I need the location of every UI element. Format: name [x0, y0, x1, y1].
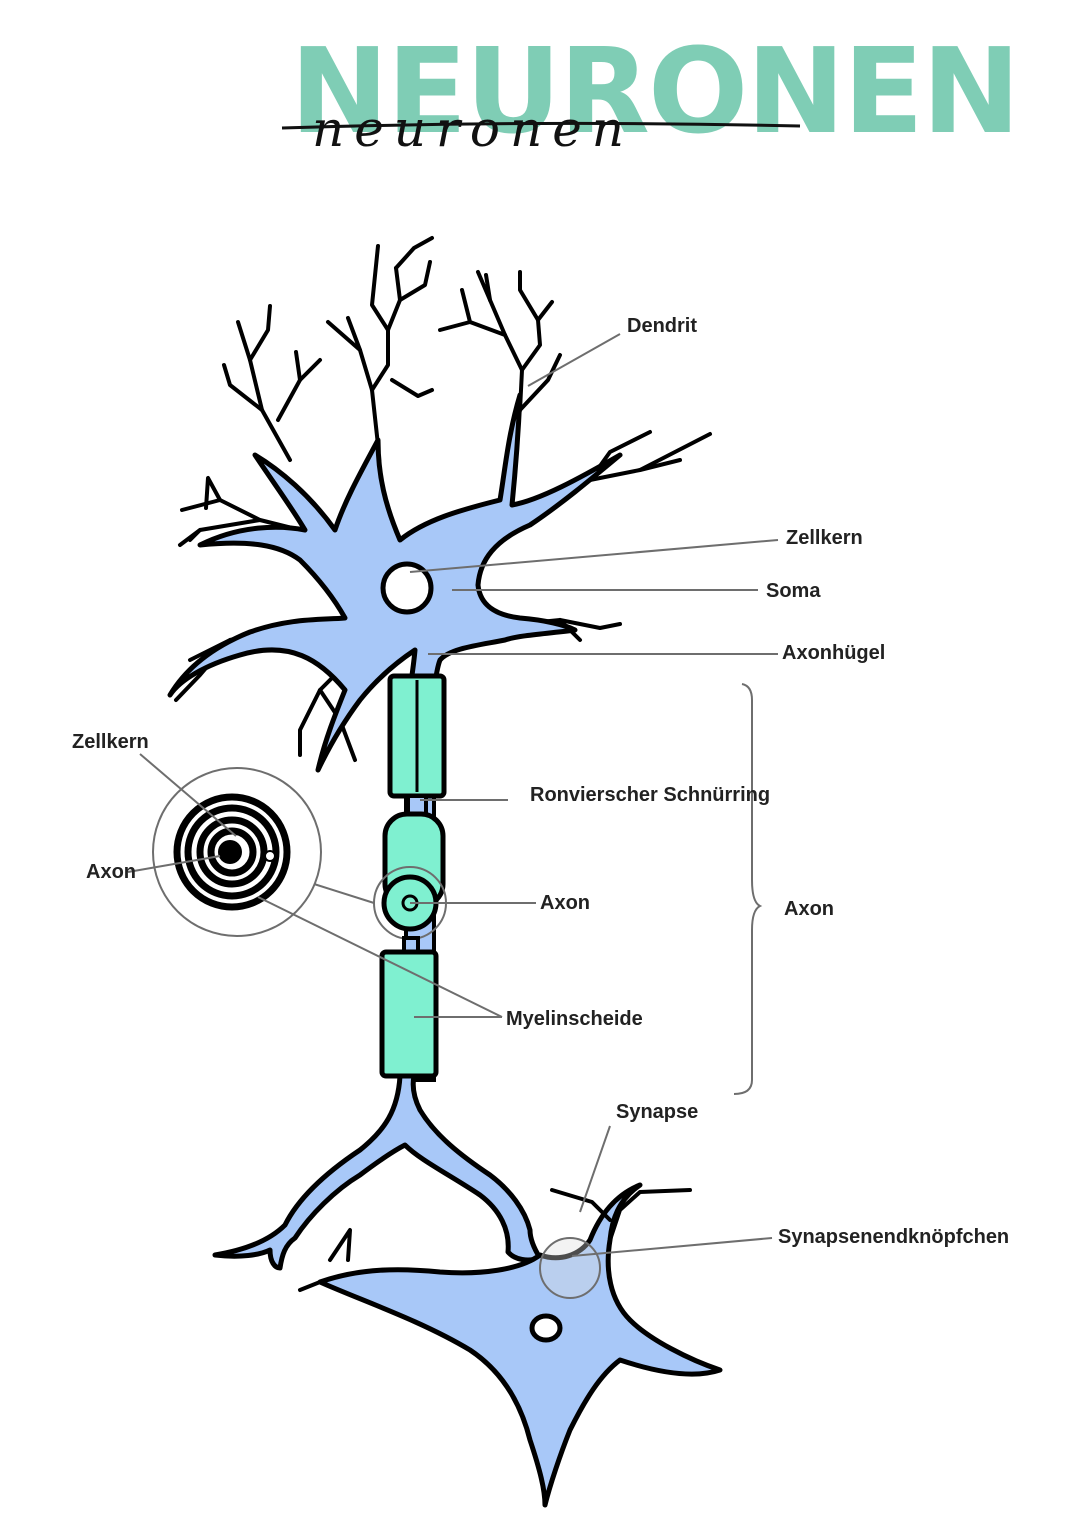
- dendrite-branches: [174, 236, 712, 762]
- label-dendrit: Dendrit: [627, 315, 697, 337]
- leader-lines: [127, 333, 779, 1257]
- label-axon-brace: Axon: [784, 898, 834, 920]
- page-subtitle: neuronen: [312, 100, 634, 158]
- label-ranvier: Ronvierscher Schnürring: [530, 784, 770, 806]
- label-synapsenendknoepfchen: Synapsenendknöpfchen: [778, 1226, 1009, 1248]
- axon-terminal: [212, 1073, 543, 1271]
- page-title: NEURONEN: [290, 22, 1018, 160]
- label-myelinscheide: Myelinscheide: [506, 1008, 643, 1030]
- target-dendrites: [298, 1188, 692, 1292]
- synapse-highlight: [539, 1237, 601, 1299]
- label-cross-section-axon: Axon: [86, 861, 136, 883]
- nucleus: [380, 561, 434, 615]
- label-axon-center: Axon: [540, 892, 590, 914]
- target-nucleus: [529, 1313, 563, 1343]
- label-synapse: Synapse: [616, 1101, 698, 1123]
- subtitle-underline: [281, 121, 801, 130]
- label-soma: Soma: [766, 580, 821, 602]
- myelin-cross-section: [152, 767, 375, 937]
- label-zellkern: Zellkern: [786, 527, 863, 549]
- label-cross-section-zellkern: Zellkern: [72, 731, 149, 753]
- label-axonhuegel: Axonhügel: [782, 642, 885, 664]
